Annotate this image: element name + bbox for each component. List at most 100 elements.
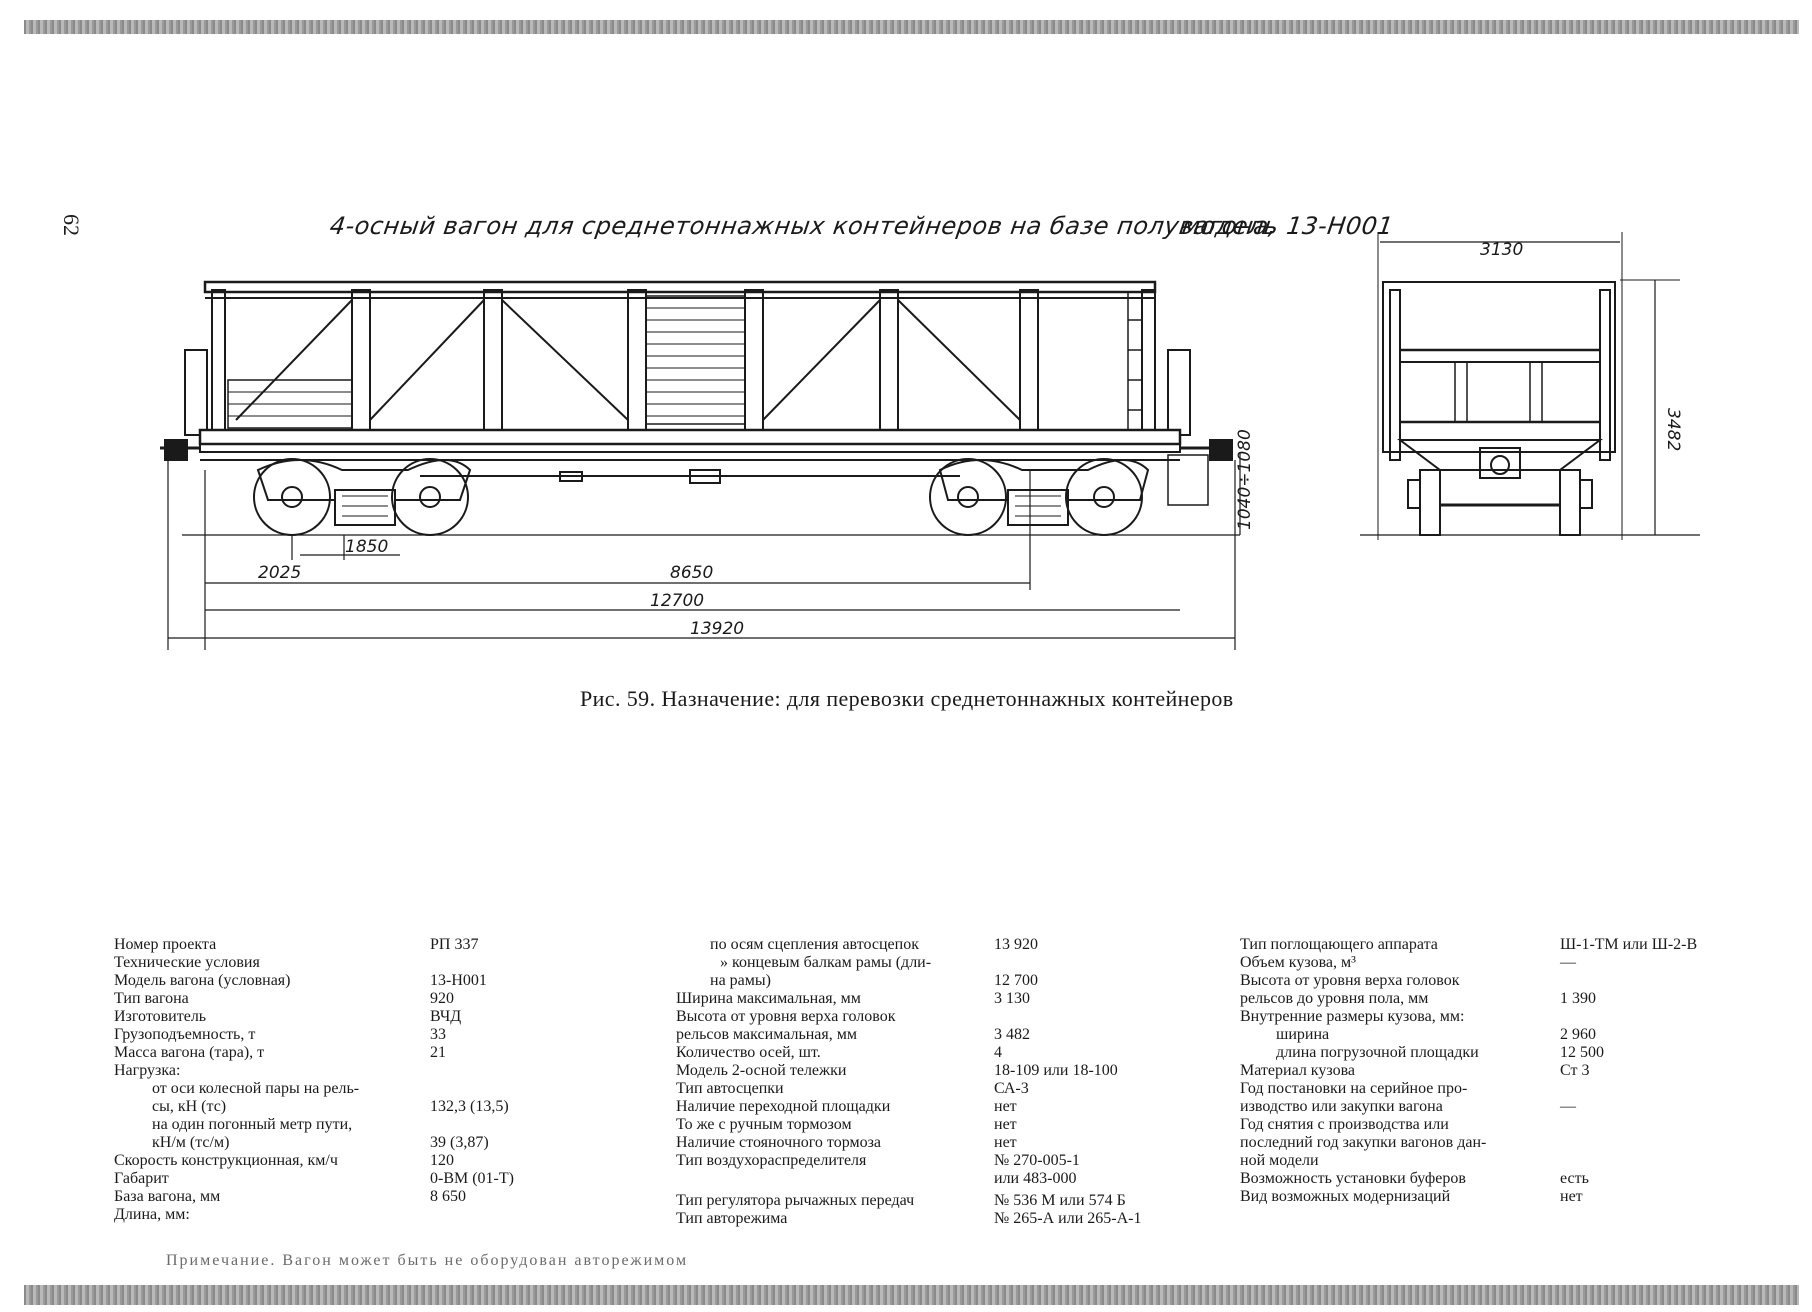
spec-row: Высота от уровня верха головок	[1240, 972, 1697, 990]
spec-label: Грузоподъемность, т	[114, 1026, 256, 1043]
spec-value: 1 390	[1560, 990, 1596, 1007]
spec-label: Тип регулятора рычажных передач	[676, 1192, 915, 1209]
spec-label: Год постановки на серийное про-	[1240, 1080, 1468, 1097]
dim-13920: 13920	[690, 619, 744, 639]
spec-label: Возможность установки буферов	[1240, 1170, 1466, 1187]
scan-edge-bottom	[24, 1285, 1799, 1305]
spec-value: 12 500	[1560, 1044, 1604, 1061]
spec-value: 920	[430, 990, 454, 1007]
spec-label: Материал кузова	[1240, 1062, 1356, 1079]
dim-8650: 8650	[670, 563, 713, 583]
spec-row: на один погонный метр пути,	[114, 1116, 514, 1134]
spec-row: от оси колесной пары на рель-	[114, 1080, 514, 1098]
spec-label: ной модели	[1240, 1152, 1319, 1169]
spec-value: 8 650	[430, 1188, 466, 1205]
spec-row: Наличие переходной площадки нет	[676, 1098, 1141, 1116]
spec-label: Габарит	[114, 1170, 169, 1187]
spec-value: 120	[430, 1152, 454, 1169]
spec-label: на рамы)	[710, 972, 771, 989]
dim-1850: 1850	[345, 537, 388, 557]
footnote: Примечание. Вагон может быть не оборудов…	[166, 1252, 689, 1269]
spec-value: 18-109 или 18-100	[994, 1062, 1118, 1079]
spec-row: ширина 2 960	[1240, 1026, 1697, 1044]
spec-label: на один погонный метр пути,	[152, 1116, 353, 1133]
spec-label: Высота от уровня верха головок	[1240, 972, 1460, 989]
spec-row: Ширина максимальная, мм 3 130	[676, 990, 1141, 1008]
spec-value: 3 130	[994, 990, 1030, 1007]
spec-row: » концевым балкам рамы (дли-	[676, 954, 1141, 972]
spec-value: Ш-1-ТМ или Ш-2-В	[1560, 936, 1698, 953]
spec-label: Количество осей, шт.	[676, 1044, 821, 1061]
spec-value: 13 920	[994, 936, 1038, 953]
spec-value: СА-3	[994, 1080, 1029, 1097]
spec-value: нет	[994, 1134, 1017, 1151]
spec-value: 3 482	[994, 1026, 1030, 1043]
dim-12700: 12700	[650, 591, 704, 611]
spec-value: 0-ВМ (01-Т)	[430, 1170, 514, 1187]
spec-label: изводство или закупки вагона	[1240, 1098, 1443, 1115]
dim-2025: 2025	[258, 563, 301, 583]
spec-row: Скорость конструкционная, км/ч 120	[114, 1152, 514, 1170]
spec-row: сы, кН (тс) 132,3 (13,5)	[114, 1098, 514, 1116]
spec-row: Тип автосцепки СА-3	[676, 1080, 1141, 1098]
spec-value: —	[1560, 1098, 1576, 1115]
spec-label: Модель вагона (условная)	[114, 972, 291, 989]
spec-label: Наличие переходной площадки	[676, 1098, 891, 1115]
spec-label	[676, 1170, 994, 1188]
spec-value: РП 337	[430, 936, 479, 953]
spec-value: нет	[1560, 1188, 1583, 1205]
spec-row: Длина, мм:	[114, 1206, 514, 1224]
spec-value: 132,3 (13,5)	[430, 1098, 509, 1115]
spec-label: Тип поглощающего аппарата	[1240, 936, 1438, 953]
spec-row: Количество осей, шт. 4	[676, 1044, 1141, 1062]
spec-value: —	[1560, 954, 1576, 971]
spec-label: Технические условия	[114, 954, 260, 971]
spec-row: Год постановки на серийное про-	[1240, 1080, 1697, 1098]
spec-value: нет	[994, 1098, 1017, 1115]
spec-row: на рамы)12 700	[676, 972, 1141, 990]
scan-edge-top	[24, 20, 1799, 34]
spec-row: Внутренние размеры кузова, мм:	[1240, 1008, 1697, 1026]
spec-row: Тип поглощающего аппарата Ш-1-ТМ или Ш-2-…	[1240, 936, 1697, 954]
end-view	[1360, 232, 1700, 540]
spec-value: 4	[994, 1044, 1002, 1061]
spec-row: Модель вагона (условная)13-Н001	[114, 972, 514, 990]
spec-row: Нагрузка:	[114, 1062, 514, 1080]
spec-label: сы, кН (тс)	[152, 1098, 227, 1115]
spec-row: База вагона, мм 8 650	[114, 1188, 514, 1206]
spec-label: Ширина максимальная, мм	[676, 990, 861, 1007]
spec-label: последний год закупки вагонов дан-	[1240, 1134, 1487, 1151]
spec-row: кН/м (тс/м)39 (3,87)	[114, 1134, 514, 1152]
spec-label: длина погрузочной площадки	[1276, 1044, 1479, 1061]
spec-label: Тип автосцепки	[676, 1080, 784, 1097]
spec-row: Габарит 0-ВМ (01-Т)	[114, 1170, 514, 1188]
spec-label: рельсов максимальная, мм	[676, 1026, 858, 1043]
spec-row: изводство или закупки вагона —	[1240, 1098, 1697, 1116]
spec-value: нет	[994, 1116, 1017, 1133]
spec-label: Скорость конструкционная, км/ч	[114, 1152, 338, 1169]
spec-row: последний год закупки вагонов дан-	[1240, 1134, 1697, 1152]
spec-column-3: Тип поглощающего аппарата Ш-1-ТМ или Ш-2-…	[1240, 936, 1697, 1206]
spec-label: кН/м (тс/м)	[152, 1134, 230, 1151]
spec-label: от оси колесной пары на рель-	[152, 1080, 360, 1097]
spec-row: рельсов максимальная, мм 3 482	[676, 1026, 1141, 1044]
spec-label: База вагона, мм	[114, 1188, 221, 1205]
spec-label: ширина	[1276, 1026, 1330, 1043]
spec-value: 2 960	[1560, 1026, 1596, 1043]
spec-label: Внутренние размеры кузова, мм:	[1240, 1008, 1465, 1025]
dim-coupler-height: 1040÷1080	[1235, 429, 1255, 530]
spec-row: Технические условия	[114, 954, 514, 972]
